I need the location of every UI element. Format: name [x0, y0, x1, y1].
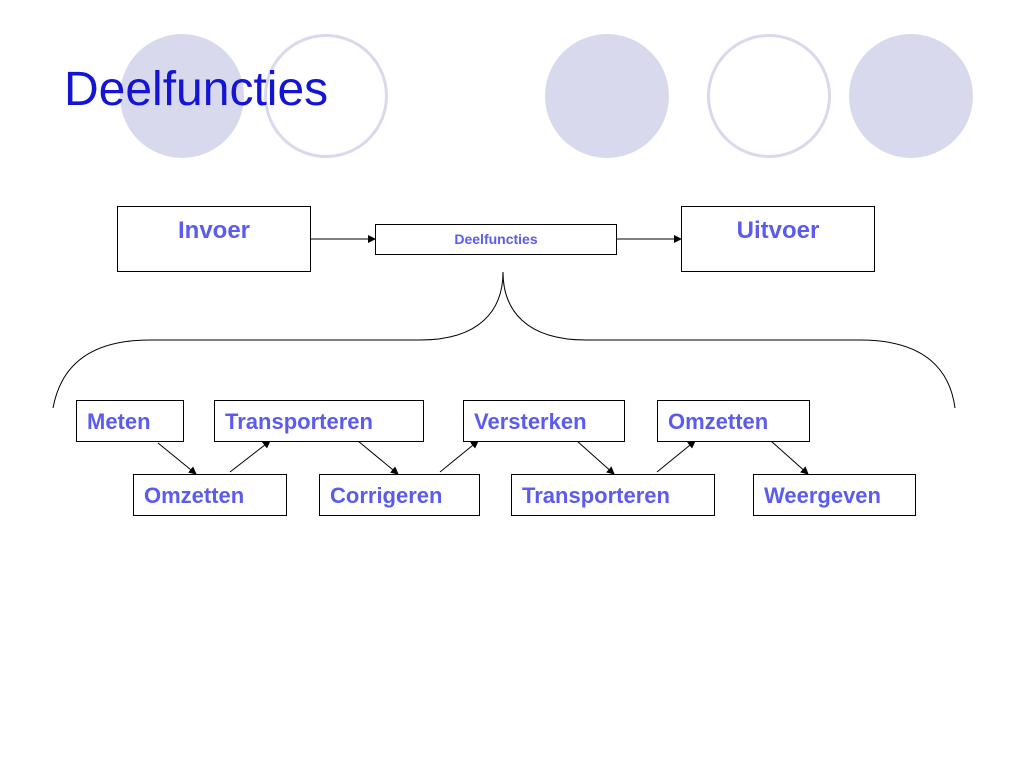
arrow-omzetten-weergeven: [770, 440, 809, 475]
slide-title: Deelfuncties: [64, 63, 329, 116]
step-omzetten-1: Omzetten: [133, 474, 287, 516]
decor-circle-filled-3: [849, 34, 973, 158]
input-box: Invoer: [117, 206, 311, 272]
step-transporteren-1: Transporteren: [214, 400, 424, 442]
process-box: Deelfuncties: [375, 224, 617, 255]
step-transporteren-2: Transporteren: [511, 474, 715, 516]
arrow-meten-omzetten: [157, 442, 197, 475]
step-versterken: Versterken: [463, 400, 625, 442]
decor-circle-filled-1: [120, 34, 244, 158]
decor-circle-filled-2: [545, 34, 669, 158]
arrow-omzetten-transporteren: [229, 440, 271, 473]
arrow-transporteren-corrigeren: [357, 440, 399, 475]
decor-circle-ring-1: [264, 34, 388, 158]
arrow-versterken-transporteren: [576, 440, 615, 475]
decor-circle-ring-2: [707, 34, 831, 158]
output-box: Uitvoer: [681, 206, 875, 272]
arrow-corrigeren-versterken: [439, 440, 479, 473]
curly-brace: [52, 271, 956, 409]
step-corrigeren: Corrigeren: [319, 474, 480, 516]
step-omzetten-2: Omzetten: [657, 400, 810, 442]
step-meten: Meten: [76, 400, 184, 442]
arrow-transporteren-omzetten: [656, 440, 696, 473]
step-weergeven: Weergeven: [753, 474, 916, 516]
